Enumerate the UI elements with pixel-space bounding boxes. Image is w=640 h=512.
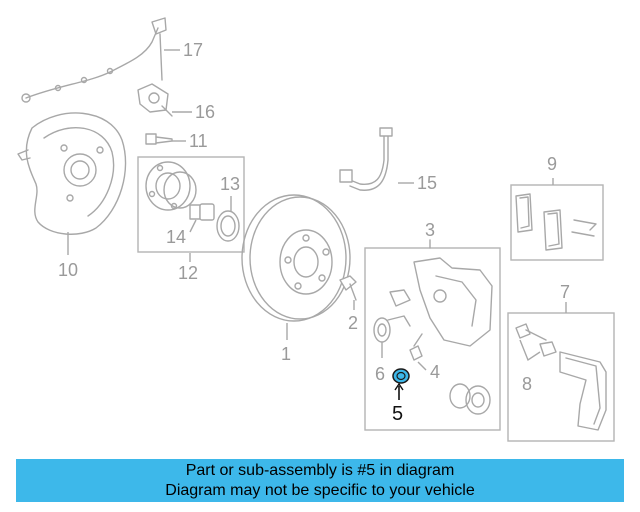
callout-2: 2 [348, 313, 358, 333]
bleeder-valve[interactable] [409, 333, 427, 371]
callout-17: 17 [183, 40, 203, 60]
guide-spring[interactable] [373, 315, 411, 358]
brake-rotor[interactable] [241, 194, 351, 340]
hub-bolt[interactable] [145, 133, 186, 145]
callout-16: 16 [195, 102, 215, 122]
abs-sensor[interactable] [137, 83, 192, 117]
brake-assembly-diagram: 17 16 11 10 12 [17, 17, 615, 442]
callout-3: 3 [425, 220, 435, 240]
rotor-screw[interactable] [339, 275, 357, 310]
banner-line-1: Part or sub-assembly is #5 in diagram [185, 462, 455, 479]
callout-8: 8 [522, 374, 532, 394]
caliper-assembly-group[interactable] [364, 239, 501, 431]
callout-6: 6 [375, 364, 385, 384]
brake-pads-group[interactable] [510, 178, 604, 261]
callout-11: 11 [189, 131, 208, 151]
guide-bolts[interactable] [515, 323, 557, 362]
callout-7: 7 [560, 282, 570, 302]
callout-10: 10 [58, 260, 78, 280]
bleeder-cap-highlighted[interactable] [392, 368, 410, 400]
callout-1: 1 [281, 344, 291, 364]
callout-5: 5 [392, 403, 403, 425]
callout-14: 14 [166, 227, 186, 247]
callout-13: 13 [220, 174, 240, 194]
callout-4: 4 [430, 362, 440, 382]
dust-cap[interactable] [216, 196, 240, 242]
callout-15: 15 [417, 173, 437, 193]
callout-9: 9 [547, 154, 557, 174]
callout-12: 12 [178, 263, 198, 283]
banner-line-2: Diagram may not be specific to your vehi… [165, 482, 475, 499]
abs-sensor-cable[interactable] [21, 17, 180, 103]
info-banner: Part or sub-assembly is #5 in diagram Di… [16, 459, 624, 502]
hub-assembly-group[interactable] [137, 156, 245, 262]
brake-hose[interactable] [339, 127, 414, 191]
splash-shield[interactable] [17, 112, 127, 255]
caliper-bracket-group[interactable] [507, 302, 615, 442]
axle-bolt[interactable] [189, 203, 215, 233]
